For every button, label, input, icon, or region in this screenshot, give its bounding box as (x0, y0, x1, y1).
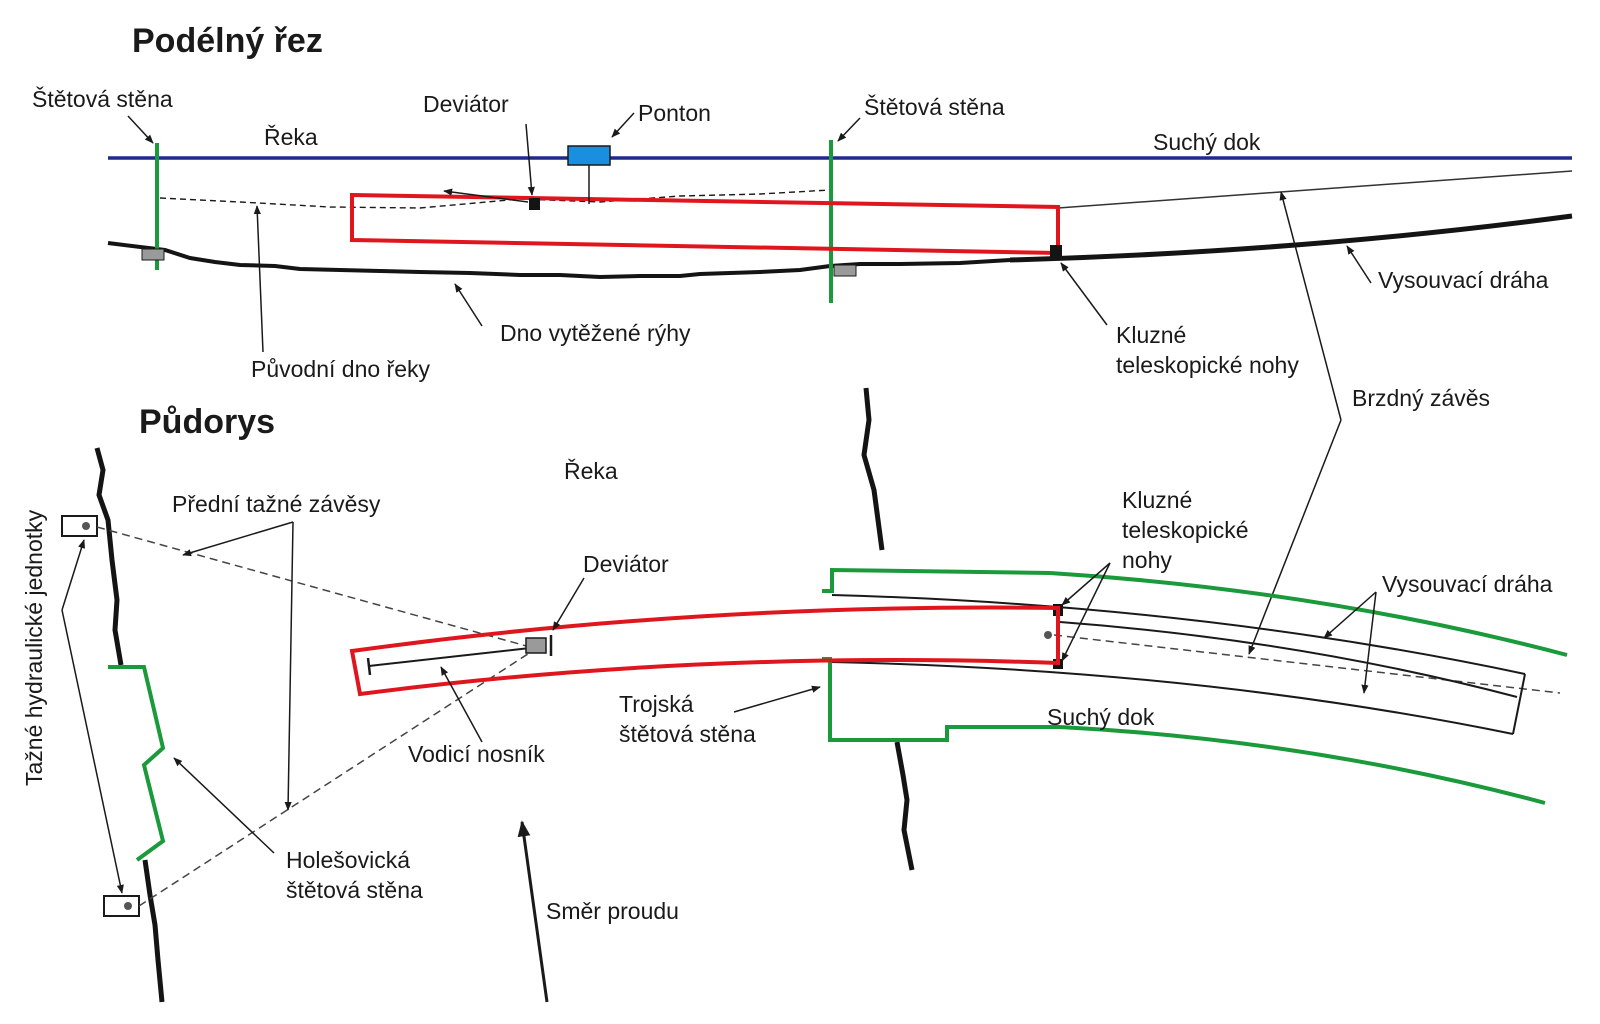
troja-riverbank-upper (861, 387, 885, 551)
section-title-plan: Půdorys (139, 403, 275, 441)
label-troja-wall: Trojská štětová stěna (619, 691, 756, 747)
arrow-troja-wall (733, 685, 821, 713)
arrow-sliding-legs-plan-1 (1061, 562, 1111, 606)
label-line: Kluzné (1122, 487, 1192, 513)
deviator-icon-plan (525, 637, 547, 654)
device-block-left (141, 248, 165, 261)
bridge-segment-plan (349, 605, 1060, 697)
arrow-guide-beam (440, 666, 483, 743)
label-sheet-wall-left: Štětová stěna (32, 85, 173, 112)
label-sliding-legs-top: Kluzné teleskopické nohy (1116, 322, 1299, 378)
arrow-holesovice-wall (173, 757, 275, 854)
arrow-slideway-plan-2 (1361, 591, 1377, 694)
label-sliding-legs-plan: Kluzné teleskopické nohy (1122, 487, 1249, 573)
label-dry-dock-plan: Suchý dok (1047, 704, 1155, 730)
arrow-hydraulic-units-top (61, 539, 86, 611)
label-deviator-plan: Deviátor (583, 551, 669, 577)
left-riverbank (94, 447, 124, 666)
label-flow-direction: Směr proudu (546, 898, 679, 924)
hydraulic-unit-icon-bottom (103, 895, 140, 917)
slideway-end-line (1512, 673, 1526, 735)
label-line: štětová stěna (619, 721, 756, 747)
arrow-front-hitches-left (182, 521, 294, 557)
brake-pin (1044, 631, 1052, 639)
guide-beam-end (366, 657, 372, 676)
dry-dock-wall-upper-curve (1049, 571, 1568, 657)
arrow-slideway-top (1346, 245, 1372, 284)
deviator-icon-top (529, 198, 540, 210)
label-dry-dock-top: Suchý dok (1153, 129, 1261, 155)
label-line: Trojská (619, 691, 694, 717)
device-block-right (833, 264, 857, 277)
slideway-track (1009, 213, 1573, 263)
slideway-upper-line (1057, 170, 1573, 209)
slideway-rail-1 (831, 594, 1526, 675)
label-river-top: Řeka (264, 124, 318, 150)
label-river-plan: Řeka (564, 458, 618, 484)
label-line: nohy (1122, 547, 1172, 573)
label-line: štětová stěna (286, 877, 423, 903)
label-line: Kluzné (1116, 322, 1186, 348)
arrow-deviator-plan (552, 577, 585, 631)
troja-riverbank-lower (894, 741, 915, 871)
arrow-sliding-legs-top (1060, 262, 1108, 326)
flow-direction-arrow (517, 820, 549, 1003)
guide-beam (368, 647, 531, 667)
arrow-original-riverbed (253, 205, 264, 353)
label-deviator-top: Deviátor (423, 91, 509, 117)
bridge-segment-section (350, 192, 1060, 256)
arrow-brake-hitch-down (1248, 419, 1342, 655)
tow-line-lower (138, 649, 535, 907)
label-front-hitches: Přední tažné závěsy (172, 491, 381, 517)
arrow-sheet-wall-left (127, 115, 154, 144)
label-guide-beam: Vodicí nosník (408, 741, 545, 767)
label-sheet-wall-right: Štětová stěna (864, 93, 1005, 120)
arrow-trench-bottom (454, 283, 483, 327)
label-line: teleskopické nohy (1116, 352, 1299, 378)
label-line: teleskopické (1122, 517, 1249, 543)
dry-dock-wall-lower-curve (1059, 725, 1546, 805)
arrow-brake-hitch-up (1279, 191, 1342, 421)
label-original-riverbed: Původní dno řeky (251, 356, 431, 382)
brake-line-dashed (1053, 634, 1561, 694)
label-line: Holešovická (286, 847, 410, 873)
label-trench-bottom: Dno vytěžené rýhy (500, 320, 691, 346)
arrow-sliding-legs-plan-2 (1061, 562, 1111, 662)
slideway-rail-2 (1059, 621, 1518, 698)
arrow-slideway-plan-1 (1323, 591, 1377, 639)
label-brake-hitch: Brzdný závěs (1352, 385, 1490, 411)
label-sliding-legs-top-text: Kluzné teleskopické nohy (1116, 322, 1299, 378)
section-title-longitudinal: Podélný řez (132, 22, 323, 60)
dry-dock-wall-upper (822, 567, 1051, 593)
slideway-rail-3 (831, 661, 1514, 735)
label-pontoon: Ponton (638, 100, 711, 126)
label-slideway-top: Vysouvací dráha (1378, 267, 1549, 293)
pontoon-icon (567, 145, 611, 166)
label-holesovice-wall: Holešovická štětová stěna (286, 847, 423, 903)
hydraulic-unit-pin-bottom (124, 902, 132, 910)
tow-line-upper (96, 526, 531, 648)
arrow-deviator-top (525, 123, 535, 196)
holesovice-sheet-wall (108, 665, 166, 862)
arrow-hydraulic-units-bottom (61, 609, 124, 894)
left-riverbank-lower (142, 859, 165, 1003)
arrow-pontoon (611, 112, 635, 138)
arrow-sheet-wall-right (837, 117, 861, 142)
hydraulic-unit-icon-top (61, 515, 98, 537)
arrow-front-hitches-down (284, 521, 294, 811)
hydraulic-unit-pin-top (82, 522, 90, 530)
sliding-leg-block-top (1050, 245, 1062, 257)
label-slideway-plan: Vysouvací dráha (1382, 571, 1553, 597)
deviator-pull-arrow (443, 188, 529, 203)
label-hydraulic-units: Tažné hydraulické jednotky (21, 509, 47, 786)
